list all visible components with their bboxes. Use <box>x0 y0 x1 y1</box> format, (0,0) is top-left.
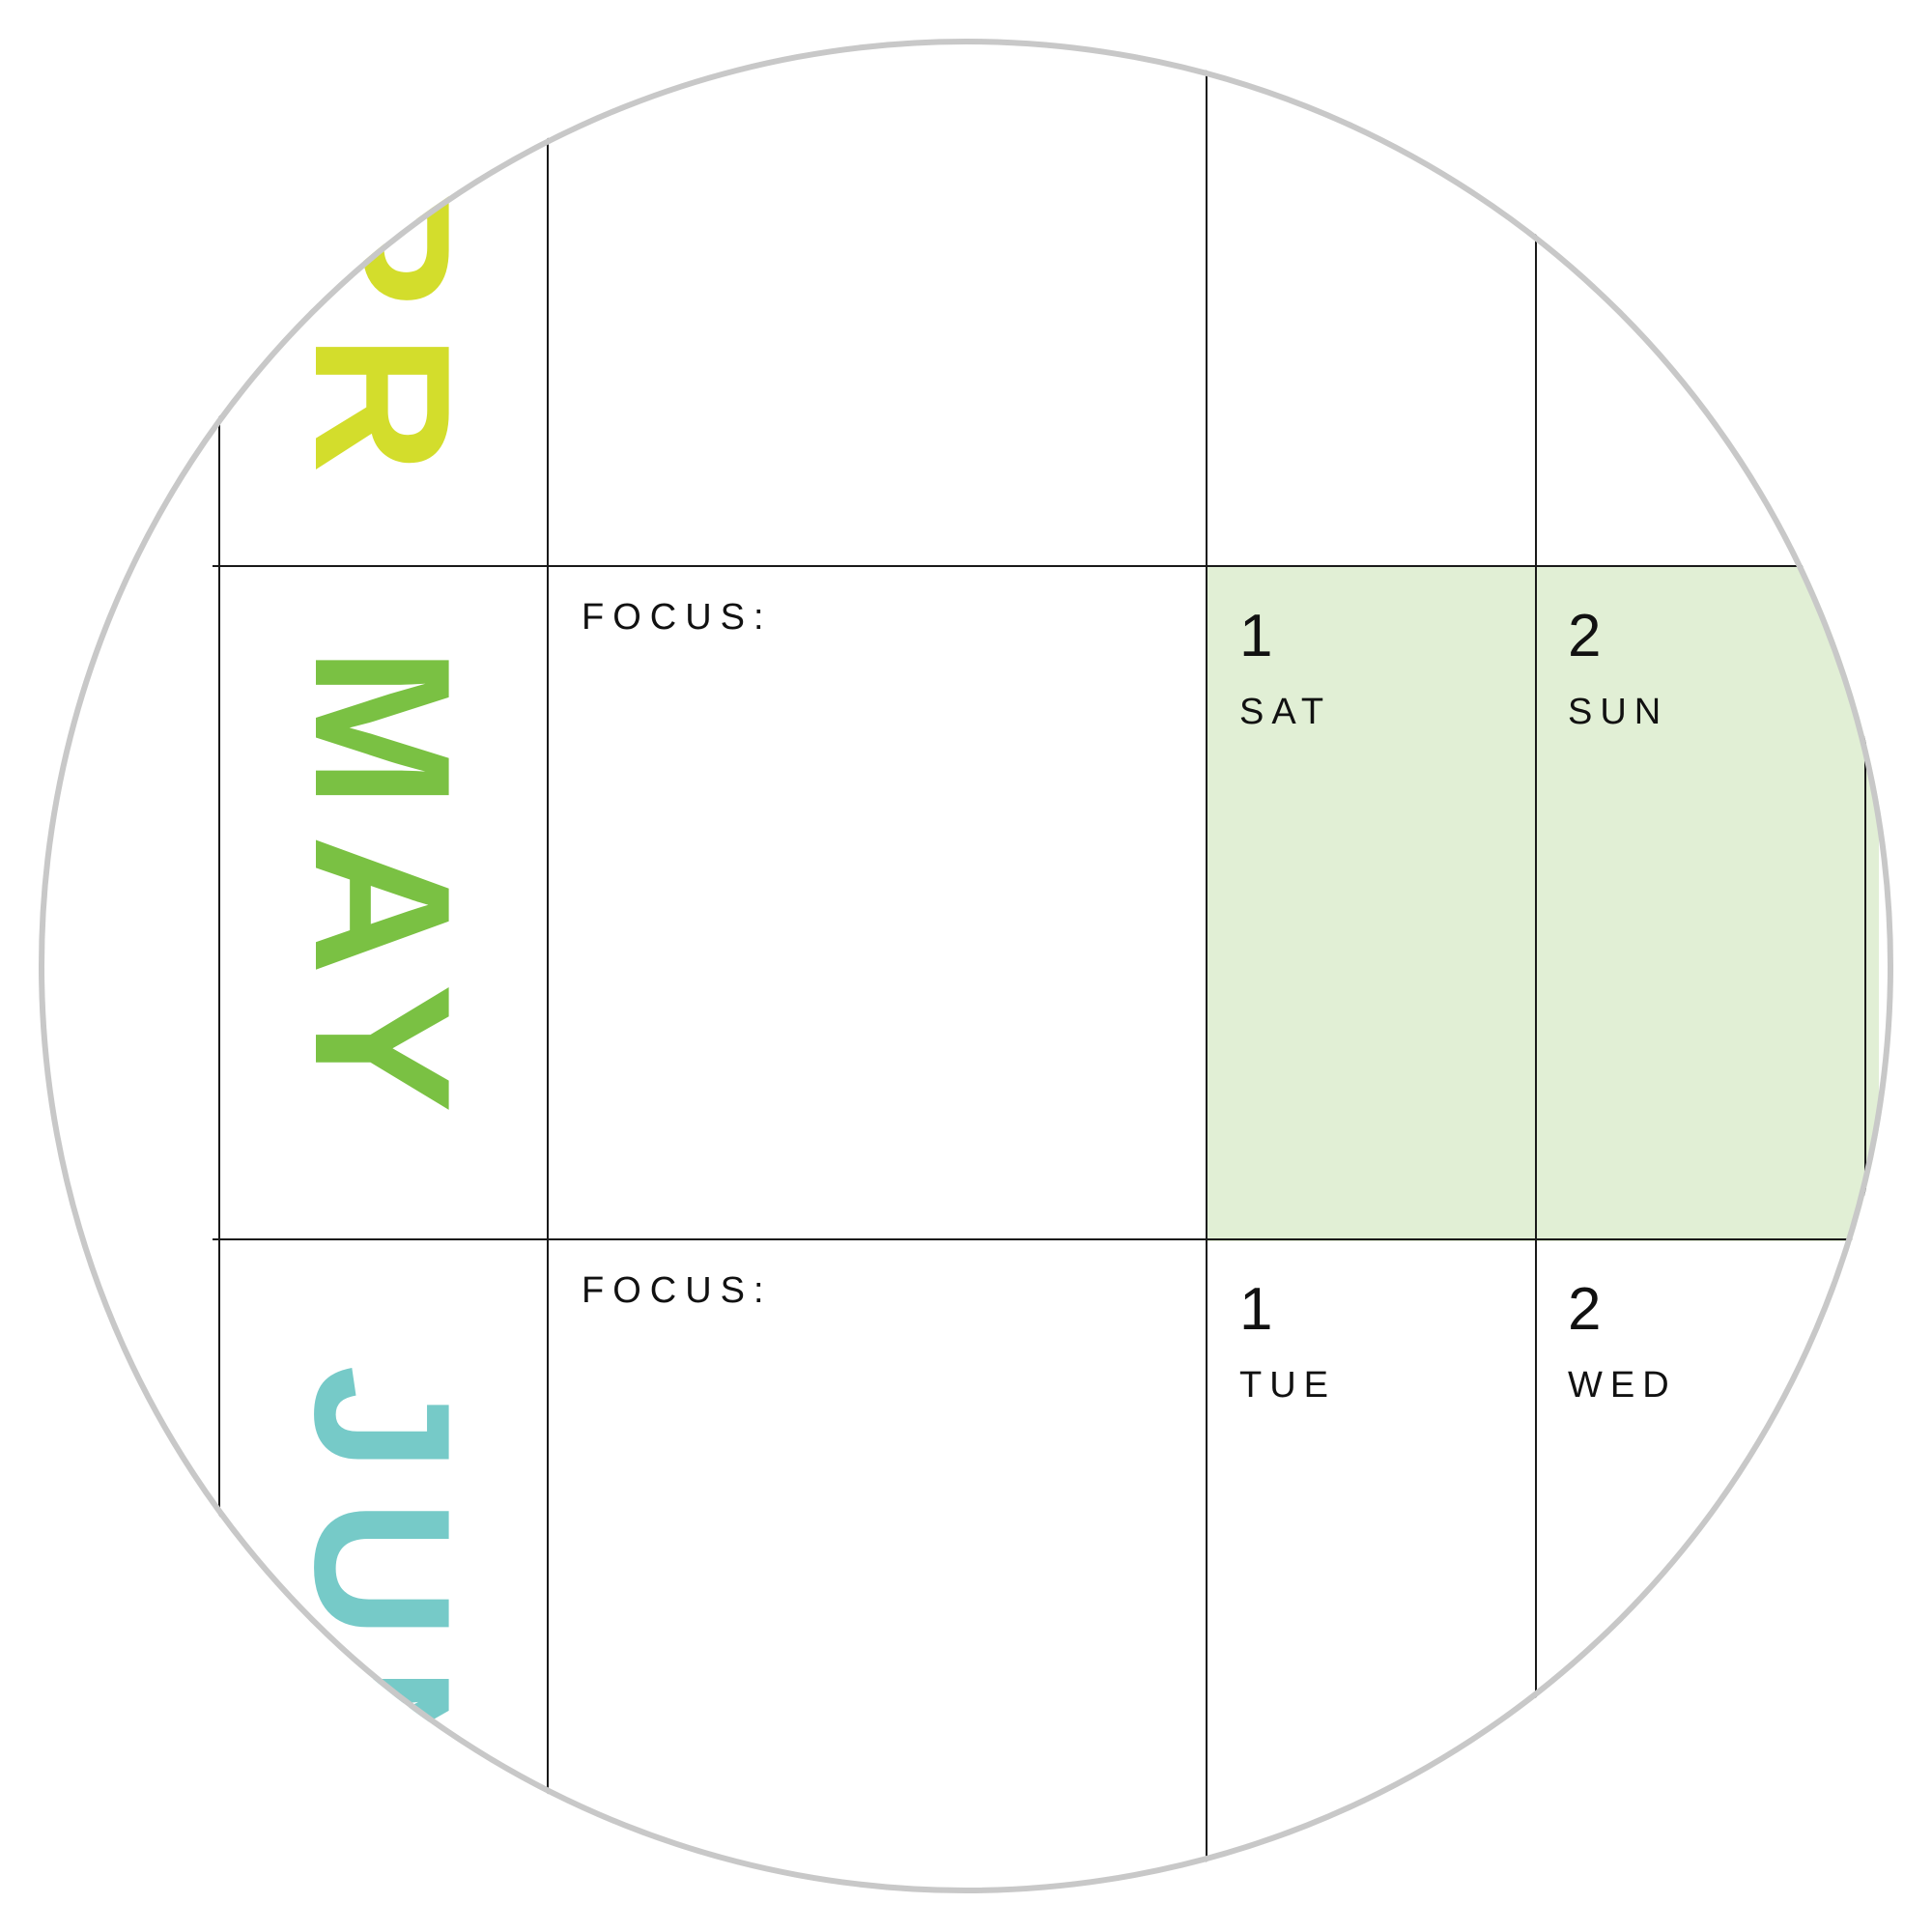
jun-day-2-number: 2 <box>1568 1276 1602 1343</box>
col-divider-focus <box>1206 58 1208 1893</box>
col-divider-day2 <box>1864 715 1866 1256</box>
jun-day-1-number: 1 <box>1239 1276 1273 1343</box>
month-label-may: MAY <box>274 646 490 1141</box>
col-divider-left <box>218 415 220 1575</box>
col-divider-day1 <box>1535 213 1537 1758</box>
may-day-1-number: 1 <box>1239 603 1273 669</box>
month-label-jun: JUN <box>274 1364 490 1833</box>
weekend-highlight <box>1208 565 1879 1241</box>
row-divider-may-jun <box>213 1238 1855 1240</box>
focus-label-jun: FOCUS: <box>582 1270 773 1311</box>
jun-day-1-name: TUE <box>1239 1365 1336 1406</box>
may-day-2-name: SUN <box>1568 692 1669 732</box>
col-divider-month <box>547 135 549 1835</box>
month-label-apr: APR <box>274 39 490 501</box>
jun-day-2-name: WED <box>1568 1365 1677 1406</box>
may-day-2-number: 2 <box>1568 603 1602 669</box>
row-divider-apr-may <box>213 565 1855 567</box>
calendar-lens-view: APR MAY JUN FOCUS: FOCUS: 1 SAT 2 SUN 1 … <box>39 39 1893 1893</box>
focus-label-may: FOCUS: <box>582 597 773 638</box>
may-day-1-name: SAT <box>1239 692 1332 732</box>
